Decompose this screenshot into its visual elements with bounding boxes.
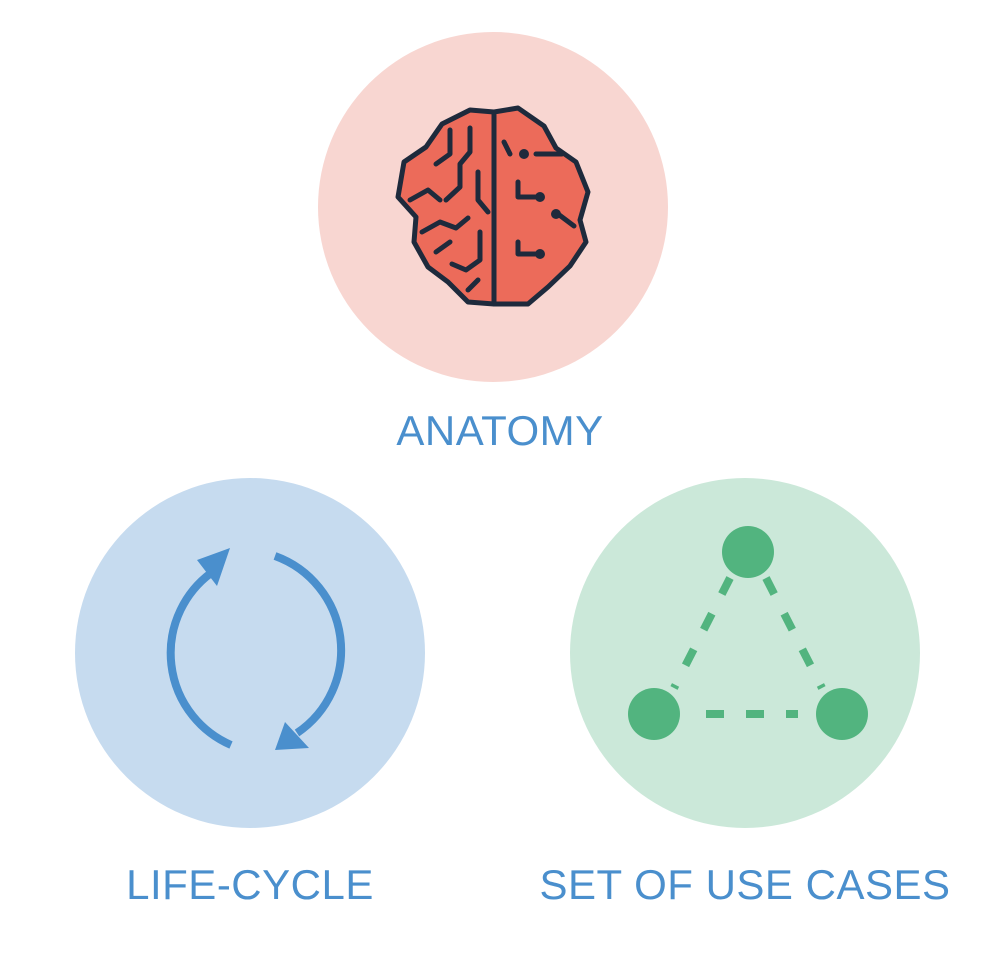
arrowhead-bottom xyxy=(275,722,309,750)
anatomy-label: ANATOMY xyxy=(396,407,604,454)
cycle-arrows-icon xyxy=(166,548,346,750)
right-arc xyxy=(273,552,346,737)
usecases-circle xyxy=(570,478,920,828)
node-top xyxy=(722,526,774,578)
lifecycle-label: LIFE-CYCLE xyxy=(126,861,374,908)
node-right xyxy=(816,688,868,740)
edge-right xyxy=(762,576,826,690)
node-left xyxy=(628,688,680,740)
edge-left xyxy=(670,576,734,690)
node-triangle-icon xyxy=(628,526,868,740)
lifecycle-circle xyxy=(75,478,425,828)
usecases-label: SET OF USE CASES xyxy=(539,861,951,908)
brain-circuit-icon xyxy=(395,105,591,307)
arrowhead-top xyxy=(197,548,230,586)
anatomy-circle xyxy=(318,32,668,382)
left-arc xyxy=(166,569,233,749)
